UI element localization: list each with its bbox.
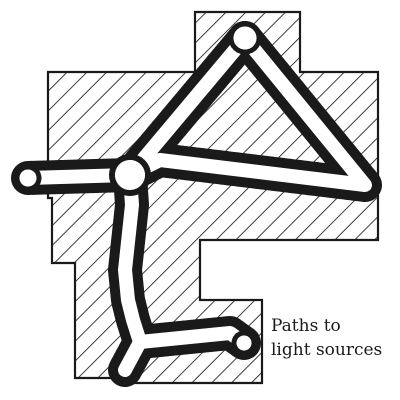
light-node-left	[14, 164, 42, 192]
light-paths	[11, 21, 382, 387]
light-node-junction	[109, 154, 151, 196]
light-node-bottom-right	[231, 330, 257, 356]
annotation-label-line-2: light sources	[271, 340, 383, 360]
annotation-label-line-1: Paths to	[271, 316, 341, 336]
light-node-top	[228, 21, 262, 55]
